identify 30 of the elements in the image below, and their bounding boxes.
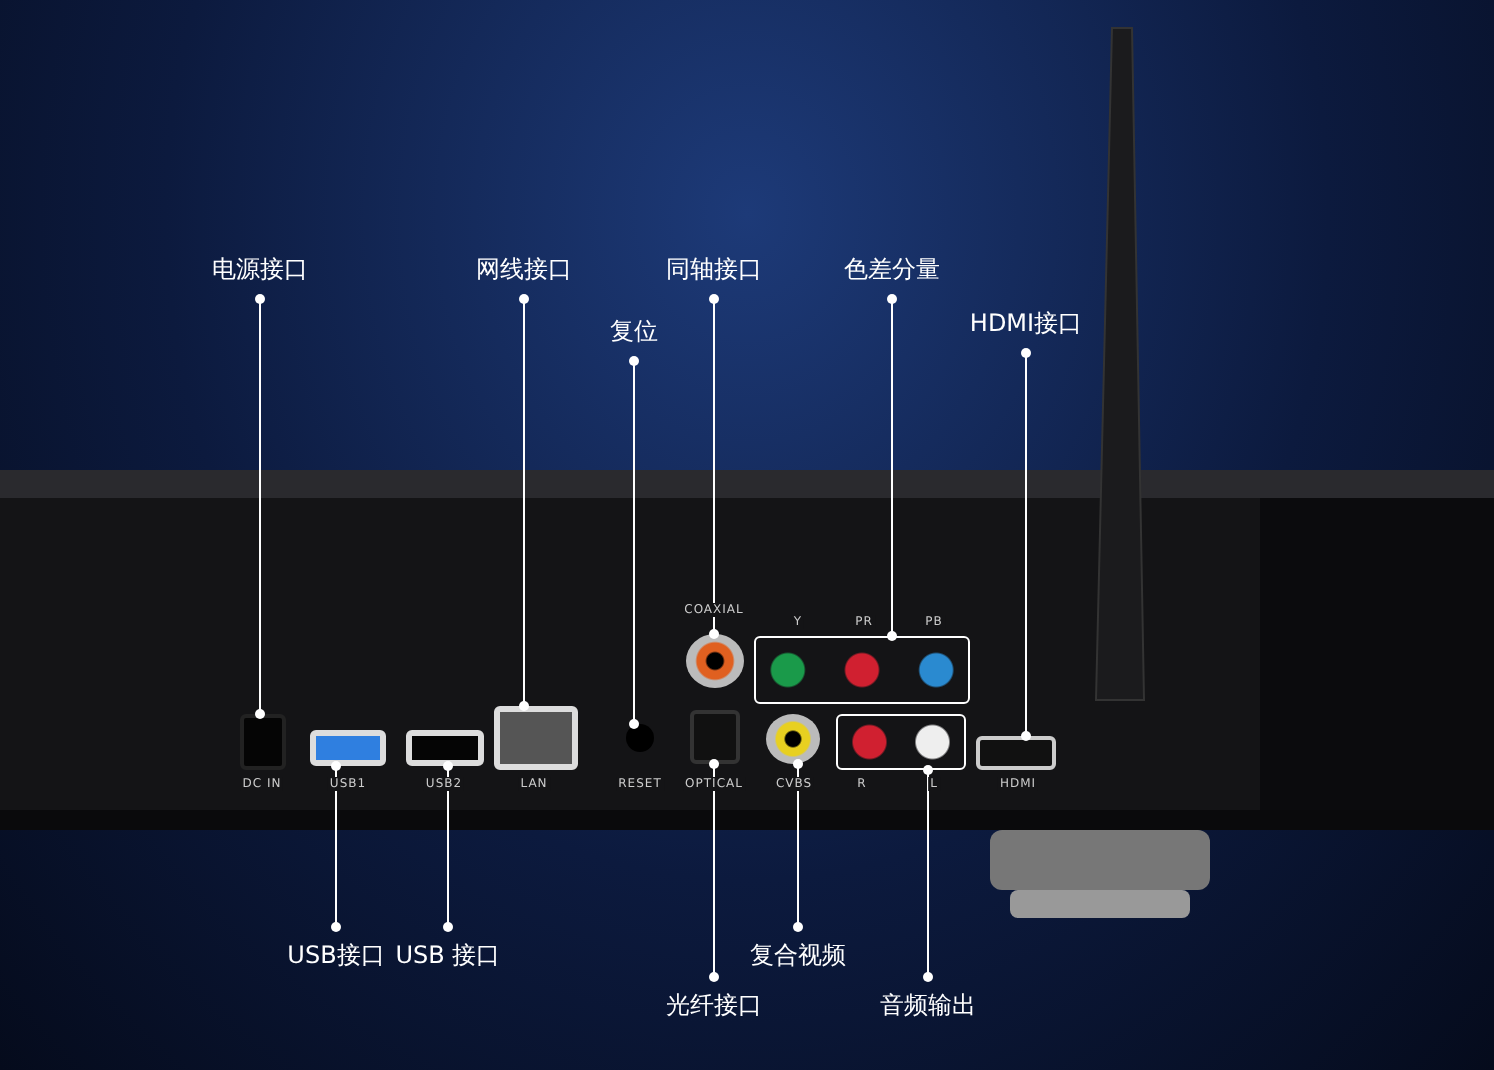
callout-label: 同轴接口 [666, 253, 762, 287]
leader-line [887, 294, 897, 641]
leader-line [255, 294, 265, 719]
usb-port [310, 730, 386, 766]
callout-label: 网线接口 [476, 253, 572, 287]
callout-label: USB 接口 [395, 939, 501, 973]
callout-label: HDMI接口 [969, 307, 1083, 341]
hdmi-port [976, 736, 1056, 770]
leader-line [1021, 348, 1031, 741]
ethernet-port [494, 706, 578, 770]
leader-line [709, 294, 719, 639]
leader-line [519, 294, 529, 711]
leader-line [709, 759, 719, 982]
leader-line [629, 356, 639, 729]
leader-line [793, 759, 803, 932]
dc-power-jack [240, 714, 286, 770]
audio-output-jacks [836, 714, 966, 770]
leader-line [331, 761, 341, 932]
optical-port [690, 710, 740, 764]
callout-label: 光纤接口 [666, 989, 762, 1023]
leader-line [443, 761, 453, 932]
callout-label: 电源接口 [212, 253, 308, 287]
callout-label: 复合视频 [750, 939, 846, 973]
callout-label: 复位 [610, 315, 658, 349]
callout-label: 色差分量 [844, 253, 940, 287]
leader-line [923, 765, 933, 982]
callout-label: USB接口 [287, 939, 385, 973]
callout-label: 音频输出 [880, 989, 976, 1023]
component-video-jacks [754, 636, 970, 704]
usb-port [406, 730, 484, 766]
